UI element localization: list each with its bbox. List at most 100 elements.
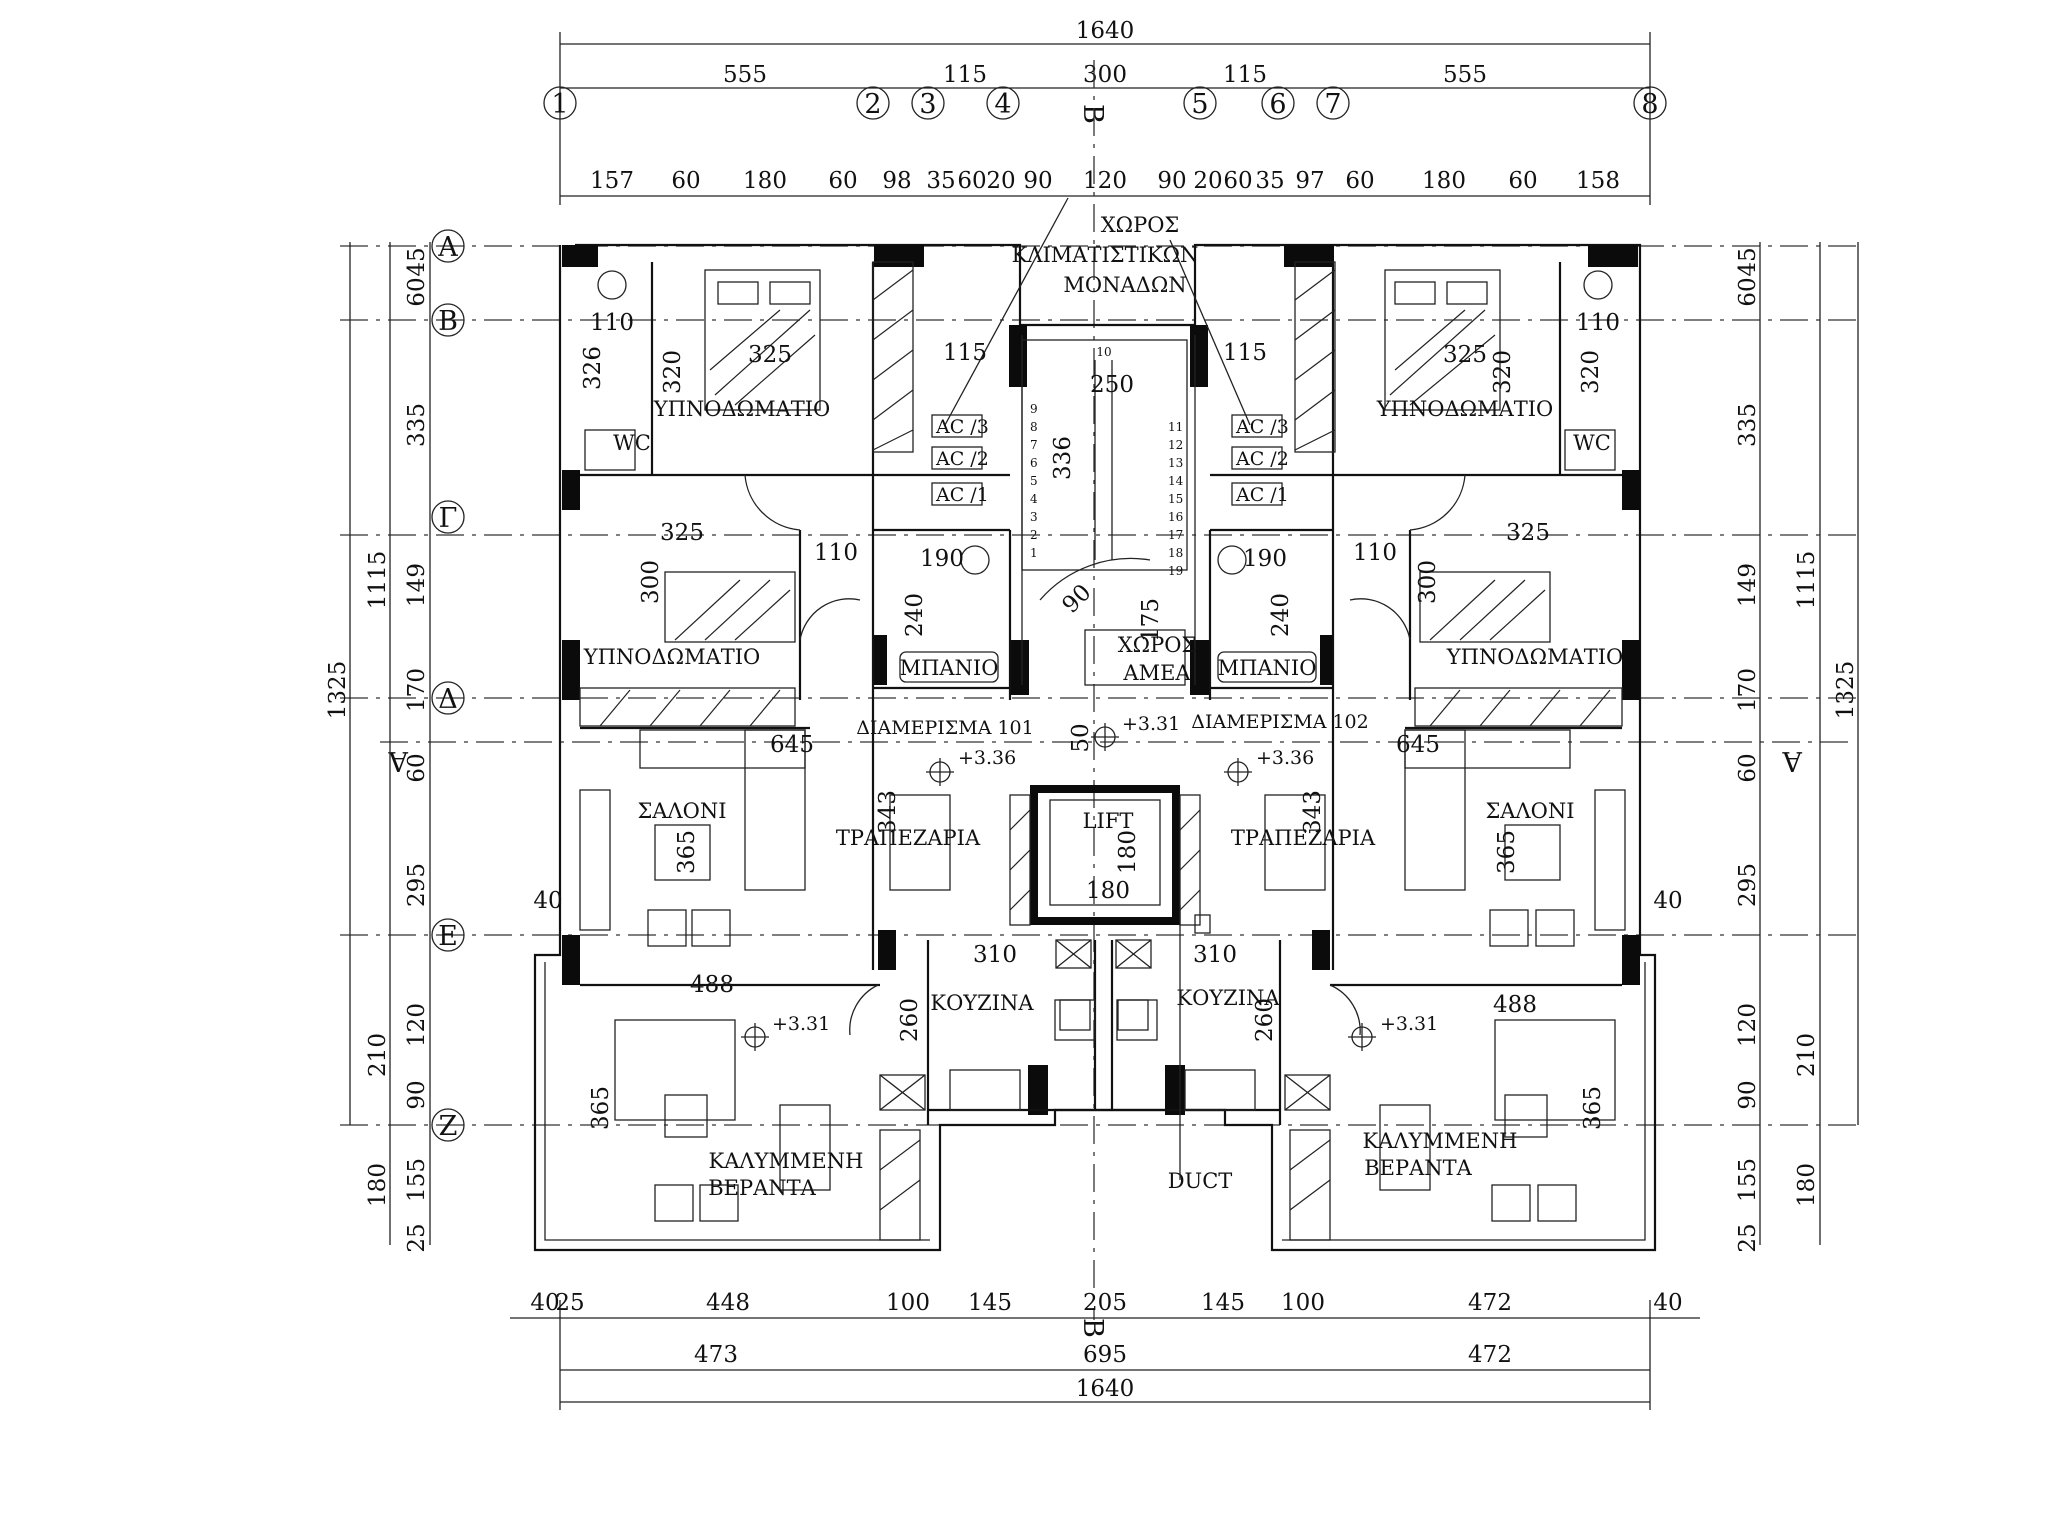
level-apt-102: +3.36 [1256, 747, 1314, 769]
room-dim: 343 [875, 790, 901, 834]
room-dim: 645 [770, 732, 814, 758]
room-dim: 40 [533, 888, 562, 914]
dim-top-4: 115 [1223, 62, 1267, 88]
section-mark-left: A [388, 745, 409, 776]
dim-left: 90 [404, 1080, 430, 1109]
step-number: 16 [1168, 510, 1183, 524]
step-number: 17 [1168, 528, 1183, 542]
dim-detail: 60 [1223, 168, 1252, 194]
dim-detail: 120 [1083, 168, 1127, 194]
room-bedroom-top-right: ΥΠΝΟΔΩΜΑΤΙΟ [1376, 397, 1554, 421]
room-dim: 320 [660, 350, 686, 394]
dim-detail: 20 [986, 168, 1015, 194]
level-apt-101: +3.36 [958, 747, 1016, 769]
room-veranda-left-line2: ΒΕΡΑΝΤΑ [708, 1176, 816, 1200]
dim-bottom-total: 1640 [1076, 1376, 1135, 1402]
dim-right: 90 [1735, 1080, 1761, 1109]
step-number: 13 [1168, 456, 1183, 470]
section-mark-bottom: B [1077, 1318, 1108, 1338]
furniture [579, 270, 1626, 1222]
dim-detail: 158 [1576, 168, 1620, 194]
dim-left: 155 [404, 1158, 430, 1202]
level-veranda-right: +3.31 [1380, 1013, 1438, 1035]
dim-detail: 35 [1255, 168, 1284, 194]
room-dim: 325 [1443, 342, 1487, 368]
room-duct: DUCT [1168, 1169, 1233, 1193]
step-number: 2 [1030, 528, 1038, 542]
dim-top-5: 555 [1443, 62, 1487, 88]
step-number: 5 [1030, 474, 1038, 488]
dim-top-1: 555 [723, 62, 767, 88]
room-dim: 50 [1068, 723, 1094, 752]
dim-right: 170 [1735, 668, 1761, 712]
axis-row-d: Δ [438, 684, 458, 715]
kitchen-fixtures [744, 474, 1466, 1111]
bottom-dimensions: 40 25 448 100 145 205 145 100 472 40 473… [510, 1290, 1700, 1410]
room-dim: 326 [580, 346, 606, 390]
axis-col-3: 3 [919, 89, 936, 120]
dim-right-mid-3: 180 [1794, 1163, 1820, 1207]
dim-left: 295 [404, 863, 430, 907]
step-number: 4 [1030, 492, 1038, 506]
room-dim: 300 [1415, 560, 1441, 604]
axis-col-2: 2 [864, 89, 881, 120]
room-dim: 325 [1506, 520, 1550, 546]
step-number: 3 [1030, 510, 1038, 524]
top-dimensions-detail: 157 60 180 60 98 35 60 20 90 120 90 20 6… [590, 168, 1620, 194]
dim-detail: 97 [1295, 168, 1324, 194]
dim-detail: 98 [882, 168, 911, 194]
room-dim: 115 [943, 340, 987, 366]
room-dim: 343 [1300, 790, 1326, 834]
room-dim: 645 [1396, 732, 1440, 758]
room-dim: 180 [1115, 830, 1141, 874]
room-dim: 336 [1050, 436, 1076, 480]
room-dim: 320 [1578, 350, 1604, 394]
axis-col-7: 7 [1324, 89, 1341, 120]
room-dim: 190 [920, 546, 964, 572]
room-dim: 325 [748, 342, 792, 368]
dim-bottom-mid: 473 [694, 1342, 738, 1368]
dim-bottom: 145 [1201, 1290, 1245, 1316]
room-amea-line1: ΧΩΡΟΣ [1118, 633, 1197, 657]
room-dim: 260 [897, 998, 923, 1042]
dim-right-mid-2: 210 [1794, 1033, 1820, 1077]
axis-row-e: E [438, 921, 458, 952]
dim-right: 45 [1735, 247, 1761, 276]
dim-right: 120 [1735, 1003, 1761, 1047]
room-living-right: ΣΑΛΟΝΙ [1485, 799, 1574, 823]
room-dimension-labels: 325 325 320 320 320 110 110 326 325 325 … [533, 310, 1682, 1130]
step-number: 14 [1168, 474, 1184, 488]
dim-left-mid-1: 1115 [365, 551, 391, 610]
axis-row-b: B [438, 306, 458, 337]
column-axes: 1 2 3 4 5 6 7 8 B B [543, 86, 1667, 1338]
room-dim: 488 [690, 972, 734, 998]
staircase: 9 8 7 6 5 4 3 2 1 11 12 13 14 15 16 17 1… [1021, 339, 1188, 686]
dim-bottom: 40 [530, 1290, 559, 1316]
room-dim: 365 [1580, 1086, 1606, 1130]
step-number: 8 [1030, 420, 1038, 434]
dim-left: 335 [404, 403, 430, 447]
dim-left: 170 [404, 668, 430, 712]
level-veranda-left: +3.31 [772, 1013, 830, 1035]
room-kitchen-left: ΚΟΥΖΙΝΑ [930, 991, 1034, 1015]
ac-unit-label: AC /1 [935, 484, 989, 506]
room-dim: 175 [1138, 598, 1164, 642]
room-veranda-right-line2: ΒΕΡΑΝΤΑ [1364, 1156, 1472, 1180]
room-dim: 90 [1058, 580, 1097, 619]
step-number: 12 [1168, 438, 1183, 452]
room-dim: 325 [660, 520, 704, 546]
dim-left: 149 [404, 563, 430, 607]
room-dim: 110 [1576, 310, 1620, 336]
room-apartment-101: ΔΙΑΜΕΡΙΣΜΑ 101 [856, 717, 1033, 739]
right-dimensions: 45 60 335 149 170 60 295 120 90 155 25 1… [1735, 242, 1859, 1253]
step-number: 6 [1030, 456, 1038, 470]
dim-bottom: 25 [555, 1290, 584, 1316]
section-mark-right: A [1782, 745, 1803, 776]
lift [1049, 799, 1211, 934]
room-wc-right: WC [1573, 431, 1611, 455]
ac-units: AC /3 AC /2 AC /1 AC /3 AC /2 AC /1 [931, 197, 1289, 506]
dim-right: 295 [1735, 863, 1761, 907]
axis-row-g: Γ [439, 503, 458, 534]
level-lobby: +3.31 [1122, 713, 1180, 735]
ac-unit-label: AC /3 [1235, 416, 1289, 438]
